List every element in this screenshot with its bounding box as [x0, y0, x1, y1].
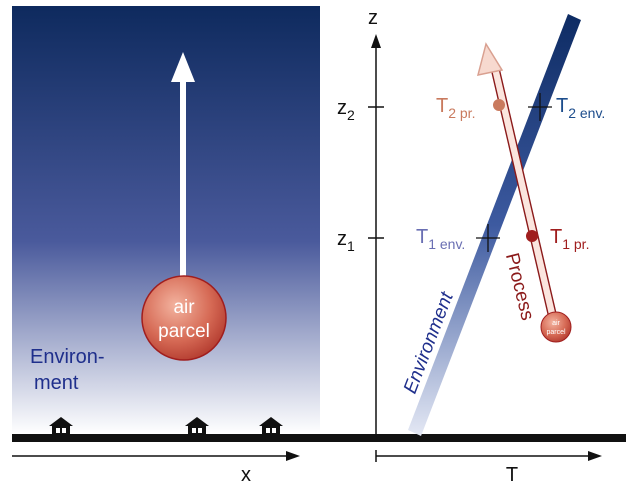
t-axis-label: T: [506, 464, 518, 483]
house-icon: [259, 417, 283, 436]
t1-env-marker: [476, 224, 500, 252]
environment-profile: [408, 14, 581, 436]
process-label: Process: [501, 251, 538, 323]
t2-pr-label: T2 pr.: [436, 95, 475, 121]
small-air-parcel: air parcel: [540, 311, 572, 343]
t2-pr-point: [493, 99, 505, 111]
t2-env-label: T2 env.: [556, 95, 605, 121]
t2-env-marker: [528, 93, 552, 121]
air-parcel-label-line2: parcel: [158, 321, 210, 342]
environment-sky: [12, 6, 320, 434]
z-axis-arrow-icon: [371, 34, 381, 440]
t1-env-label: T1 env.: [416, 226, 465, 252]
small-parcel-line2: parcel: [546, 329, 566, 336]
t1-pr-point: [526, 230, 538, 242]
air-parcel: air parcel: [141, 275, 227, 361]
z2-label: z2: [337, 97, 355, 123]
small-parcel-line1: air: [552, 320, 560, 327]
environment-label-line2: ment: [34, 372, 79, 394]
up-arrow-icon: [171, 52, 195, 290]
house-icon: [185, 417, 209, 436]
air-parcel-label-line1: air: [173, 297, 195, 318]
x-axis-arrow-icon: [12, 451, 300, 461]
house-icon: [49, 417, 73, 436]
ground-line: [12, 434, 626, 442]
t-axis-arrow-icon: [375, 450, 602, 462]
x-axis-label: x: [241, 464, 251, 483]
z-axis-label: z: [368, 7, 378, 29]
t1-pr-label: T1 pr.: [550, 226, 589, 252]
z1-label: z1: [337, 228, 355, 254]
environment-label-line1: Environ-: [30, 346, 104, 368]
